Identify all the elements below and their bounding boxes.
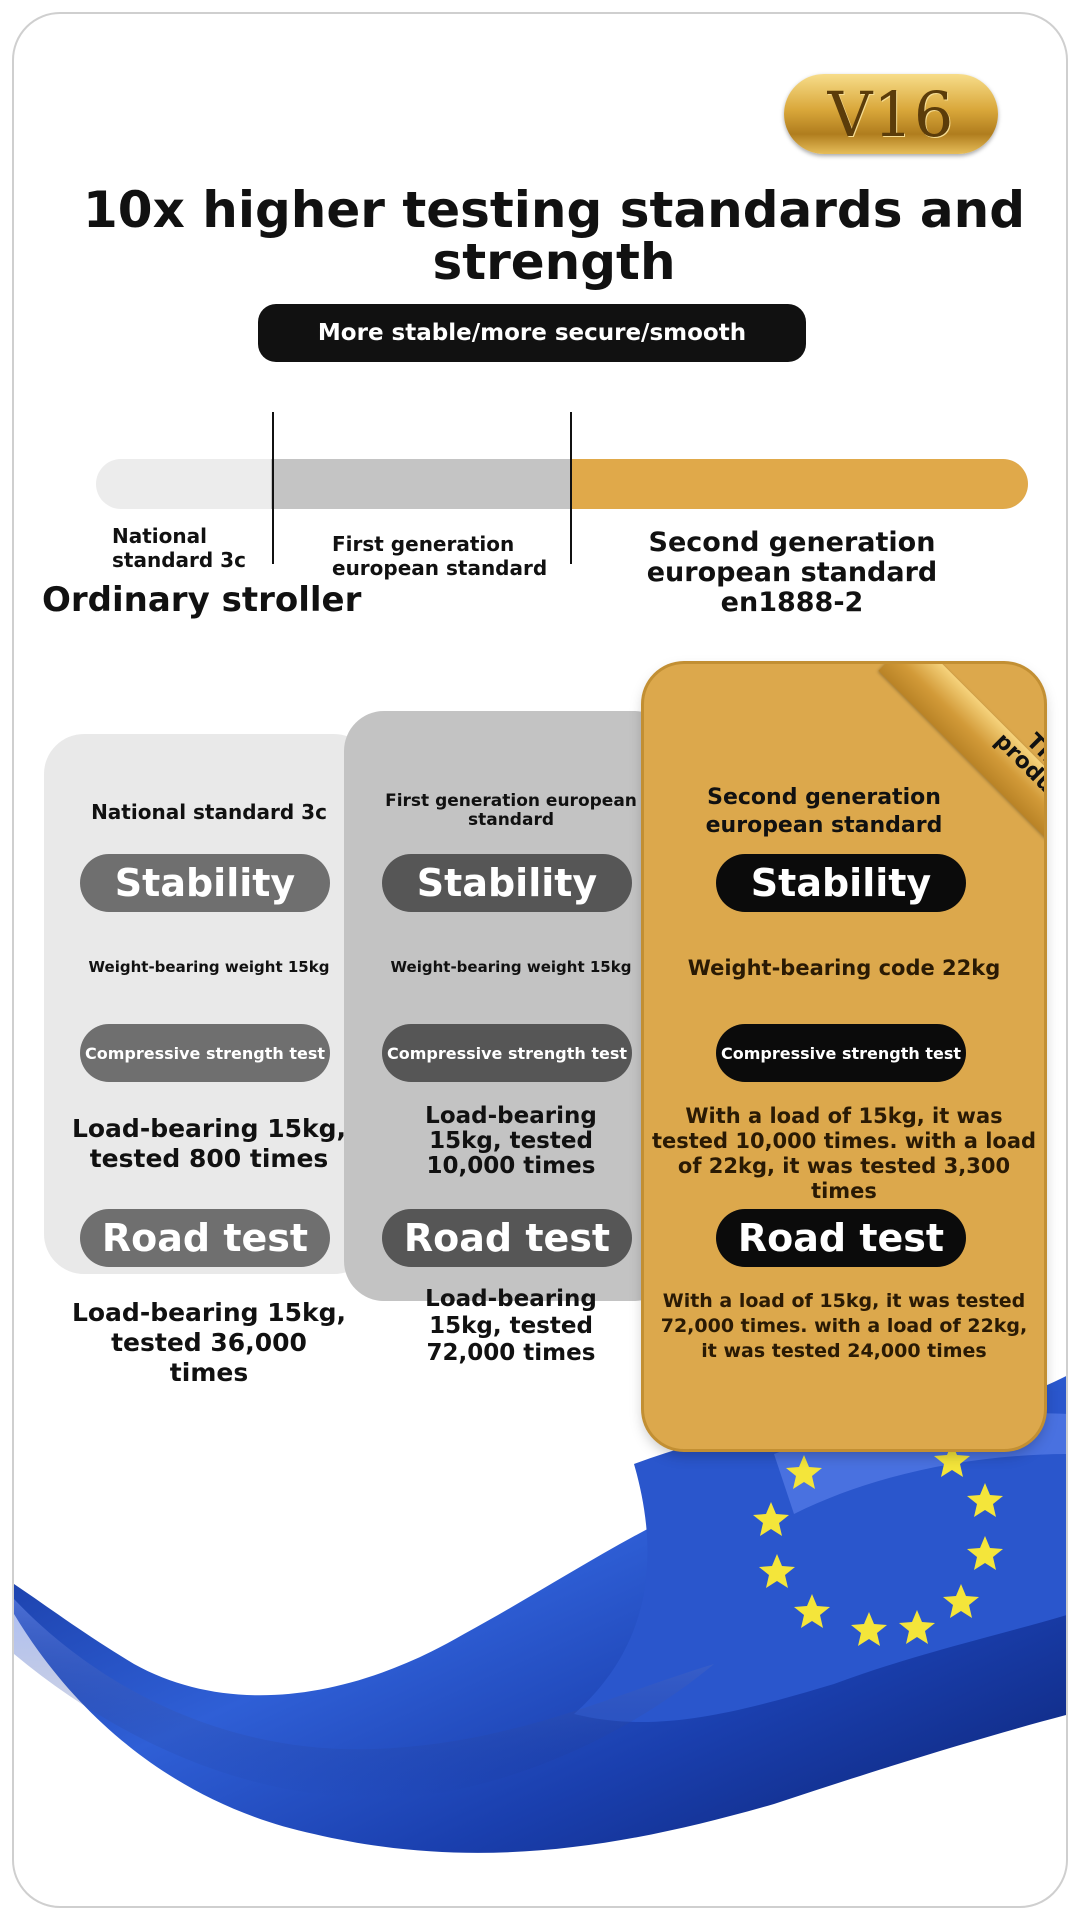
v16-badge: V16	[784, 74, 998, 154]
road-test-label: Road test	[101, 1216, 309, 1260]
badge-text: V16	[827, 77, 955, 151]
stability-detail-second-generation: Weight-bearing code 22kg	[687, 956, 1001, 980]
scale-label-ordinary-stroller: Ordinary stroller	[42, 580, 362, 620]
compressive-detail-first-generation: Load-bearing 15kg, tested 10,000 times	[425, 1103, 597, 1179]
scale-divider-1	[272, 412, 274, 564]
star	[934, 1443, 970, 1477]
stability-pill-second-generation: Stability	[716, 854, 966, 912]
scale-segment-first-generation	[271, 459, 571, 509]
eu-stars	[753, 1443, 1003, 1646]
compressive-pill-national: Compressive strength test	[80, 1024, 330, 1082]
stability-pill-first-generation: Stability	[382, 854, 632, 912]
scale-divider-2	[570, 412, 572, 564]
road-test-pill-second-generation: Road test	[716, 1209, 966, 1267]
column-header-national: National standard 3c	[91, 800, 327, 824]
star	[967, 1536, 1003, 1570]
flag-highlight	[14, 1599, 714, 1798]
road-test-detail-national: Load-bearing 15kg, tested 36,000 times	[71, 1298, 347, 1387]
compressive-label: Compressive strength test	[386, 1043, 628, 1063]
compressive-pill-second-generation: Compressive strength test	[716, 1024, 966, 1082]
compressive-detail-second-generation: With a load of 15kg, it was tested 10,00…	[651, 1104, 1037, 1203]
scale-label-first-generation: First generation european standard	[332, 532, 548, 580]
star	[851, 1612, 887, 1646]
star	[967, 1483, 1003, 1517]
subtitle-text: More stable/more secure/smooth	[317, 320, 747, 346]
stability-label: Stability	[416, 861, 598, 905]
compressive-label: Compressive strength test	[84, 1043, 326, 1063]
card-first-generation	[344, 711, 674, 1301]
subtitle-pill: More stable/more secure/smooth	[258, 304, 806, 362]
star	[943, 1584, 979, 1618]
compressive-label: Compressive strength test	[720, 1043, 962, 1063]
scale-label-national: National standard 3c	[112, 524, 246, 572]
road-test-label: Road test	[403, 1216, 611, 1260]
standards-scale-bar	[96, 459, 1028, 509]
compressive-detail-national: Load-bearing 15kg, tested 800 times	[71, 1114, 347, 1173]
scale-segment-national	[96, 459, 286, 509]
star	[759, 1554, 795, 1588]
page-frame: V16 10x higher testing standards and str…	[12, 12, 1068, 1908]
road-test-label: Road test	[737, 1216, 945, 1260]
column-header-first-generation: First generation european standard	[385, 791, 637, 830]
road-test-detail-second-generation: With a load of 15kg, it was tested 72,00…	[660, 1290, 1028, 1362]
star	[786, 1455, 822, 1489]
stability-pill-national: Stability	[80, 854, 330, 912]
stability-detail-national: Weight-bearing weight 15kg	[88, 958, 330, 976]
scale-label-second-generation: Second generation european standard en18…	[646, 527, 938, 618]
star	[794, 1594, 830, 1628]
road-test-pill-first-generation: Road test	[382, 1209, 632, 1267]
star	[753, 1502, 789, 1536]
compressive-pill-first-generation: Compressive strength test	[382, 1024, 632, 1082]
road-test-detail-first-generation: Load-bearing 15kg, tested 72,000 times	[425, 1286, 597, 1366]
scale-segment-second-generation	[571, 459, 1028, 509]
stability-label: Stability	[750, 861, 932, 905]
page-title: 10x higher testing standards and strengt…	[82, 181, 1026, 291]
card-national-standard	[44, 734, 374, 1274]
star	[899, 1610, 935, 1644]
stability-label: Stability	[114, 861, 296, 905]
stability-detail-first-generation: Weight-bearing weight 15kg	[390, 958, 632, 976]
road-test-pill-national: Road test	[80, 1209, 330, 1267]
column-header-second-generation: Second generation european standard	[705, 785, 943, 838]
